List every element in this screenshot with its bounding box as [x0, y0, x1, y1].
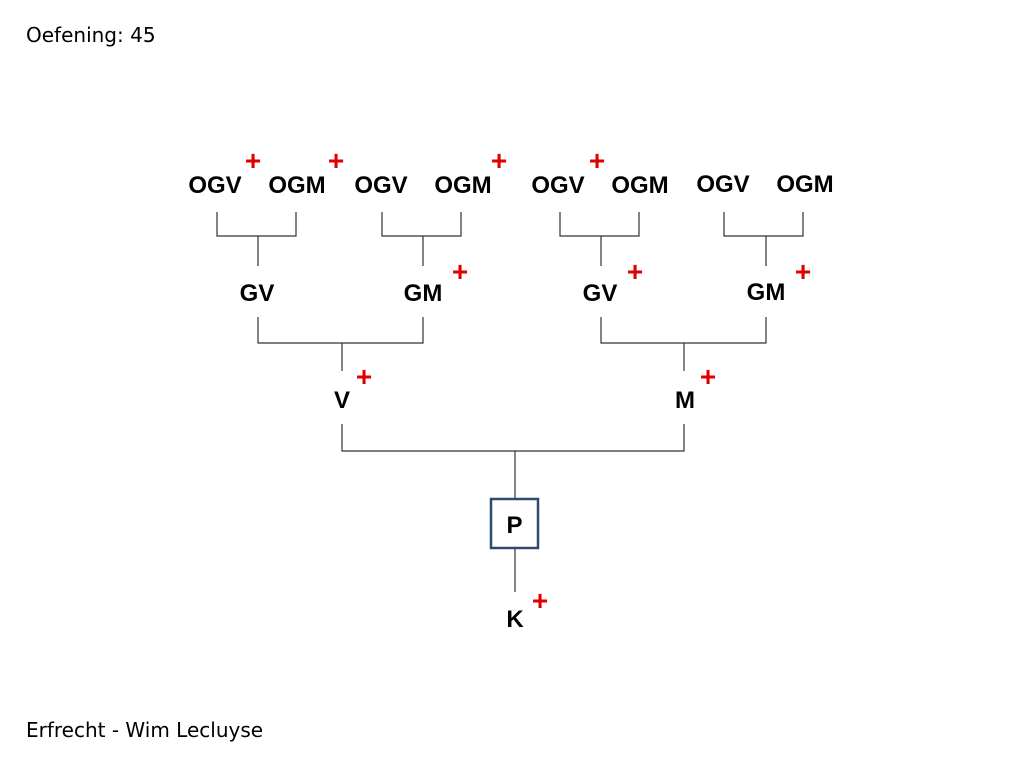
ogv-label-4: OGV — [696, 171, 749, 198]
subject-node: P — [489, 497, 540, 550]
connector-gv-gm-2 — [600, 317, 767, 344]
parents-row: V M + + — [334, 361, 716, 414]
gv-label-2: GV — [583, 280, 618, 307]
ogm-label-3: OGM — [611, 172, 668, 199]
child-node: K + — [506, 585, 548, 633]
ogv-label-2: OGV — [354, 172, 407, 199]
page-title: Oefening: 45 — [26, 23, 156, 47]
deceased-mark-gm-1: + — [452, 256, 468, 287]
deceased-mark-ogv-3: + — [589, 145, 605, 176]
grandparents-row: GV GM GV GM + + + — [240, 256, 812, 307]
k-label: K — [506, 606, 524, 633]
gm-label-2: GM — [747, 279, 786, 306]
deceased-mark-m: + — [700, 361, 716, 392]
gm-label-1: GM — [404, 280, 443, 307]
connector-ogv-ogm-3 — [559, 212, 640, 237]
deceased-mark-ogm-2: + — [491, 145, 507, 176]
ogv-label-1: OGV — [188, 172, 241, 199]
v-label: V — [334, 387, 350, 414]
footer-text: Erfrecht - Wim Lecluyse — [26, 718, 264, 742]
connector-lines — [216, 212, 804, 592]
deceased-mark-gv-2: + — [627, 256, 643, 287]
m-label: M — [675, 387, 695, 414]
great-grandparents-row: OGV OGM OGV OGM OGV OGM OGV OGM + + + + — [188, 145, 833, 199]
deceased-mark-ogv-1: + — [245, 145, 261, 176]
connector-v-m — [341, 424, 685, 452]
ogm-label-4: OGM — [776, 171, 833, 198]
connector-ogv-ogm-4 — [723, 212, 804, 237]
connector-ogv-ogm-1 — [216, 212, 297, 237]
connector-ogv-ogm-2 — [381, 212, 462, 237]
gv-label-1: GV — [240, 280, 275, 307]
subject-box — [489, 497, 540, 550]
deceased-mark-gm-2: + — [795, 256, 811, 287]
ogv-label-3: OGV — [531, 172, 584, 199]
connector-gv-gm-1 — [257, 317, 424, 344]
p-label: P — [506, 512, 522, 539]
ogm-label-1: OGM — [268, 172, 325, 199]
deceased-mark-v: + — [356, 361, 372, 392]
deceased-mark-k: + — [532, 585, 548, 616]
ogm-label-2: OGM — [434, 172, 491, 199]
deceased-mark-ogm-1: + — [328, 145, 344, 176]
